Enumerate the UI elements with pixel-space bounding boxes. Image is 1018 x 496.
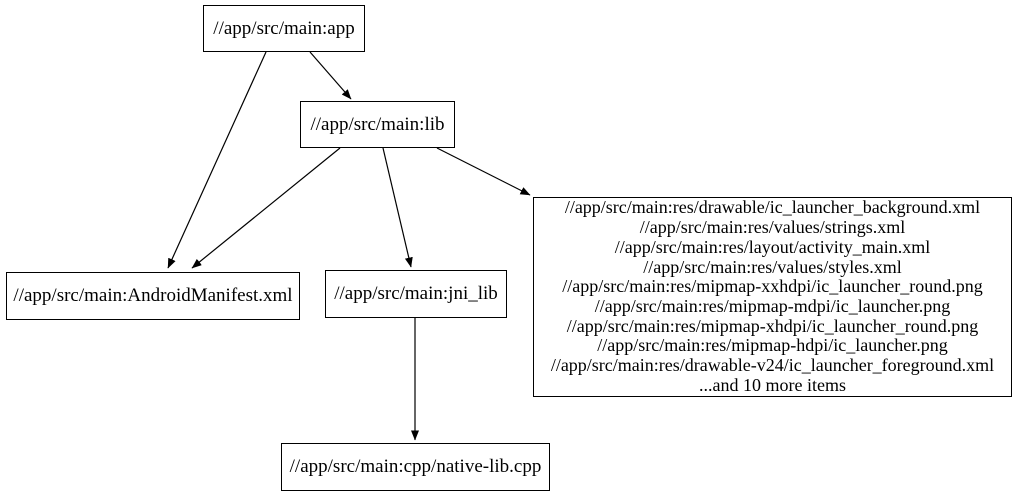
resource-line: //app/src/main:res/mipmap-mdpi/ic_launch… [594, 296, 951, 316]
edge-app-to-manifest [167, 51, 267, 269]
node-jni-lib-label: //app/src/main:jni_lib [334, 283, 498, 304]
node-android-manifest-label: //app/src/main:AndroidManifest.xml [13, 285, 293, 306]
edge-lib-to-jni-lib [382, 147, 413, 268]
node-app: //app/src/main:app [203, 5, 365, 52]
resource-line: //app/src/main:res/mipmap-xhdpi/ic_launc… [566, 315, 979, 336]
edge-app-to-lib [309, 51, 352, 100]
node-app-label: //app/src/main:app [213, 17, 355, 39]
resource-line-more: ...and 10 more items [699, 374, 846, 395]
node-native-lib-cpp-label: //app/src/main:cpp/native-lib.cpp [289, 456, 542, 477]
edge-lib-to-resources [436, 147, 531, 196]
resource-line: //app/src/main:res/drawable-v24/ic_launc… [550, 355, 995, 376]
node-android-manifest: //app/src/main:AndroidManifest.xml [6, 272, 300, 320]
node-native-lib-cpp: //app/src/main:cpp/native-lib.cpp [281, 443, 550, 491]
resource-line: //app/src/main:res/values/strings.xml [639, 217, 906, 238]
resource-line: //app/src/main:res/drawable/ic_launcher_… [564, 197, 981, 218]
node-resources-group: //app/src/main:res/drawable/ic_launcher_… [533, 197, 1012, 397]
resource-line: //app/src/main:res/mipmap-xxhdpi/ic_laun… [562, 276, 983, 297]
edge-lib-to-manifest [191, 147, 341, 269]
node-jni-lib: //app/src/main:jni_lib [325, 270, 507, 318]
node-lib: //app/src/main:lib [300, 101, 455, 148]
node-lib-label: //app/src/main:lib [310, 113, 445, 135]
resource-line: //app/src/main:res/values/styles.xml [643, 256, 902, 277]
resource-line: //app/src/main:res/mipmap-hdpi/ic_launch… [597, 335, 948, 356]
resource-line: //app/src/main:res/layout/activity_main.… [614, 236, 931, 257]
